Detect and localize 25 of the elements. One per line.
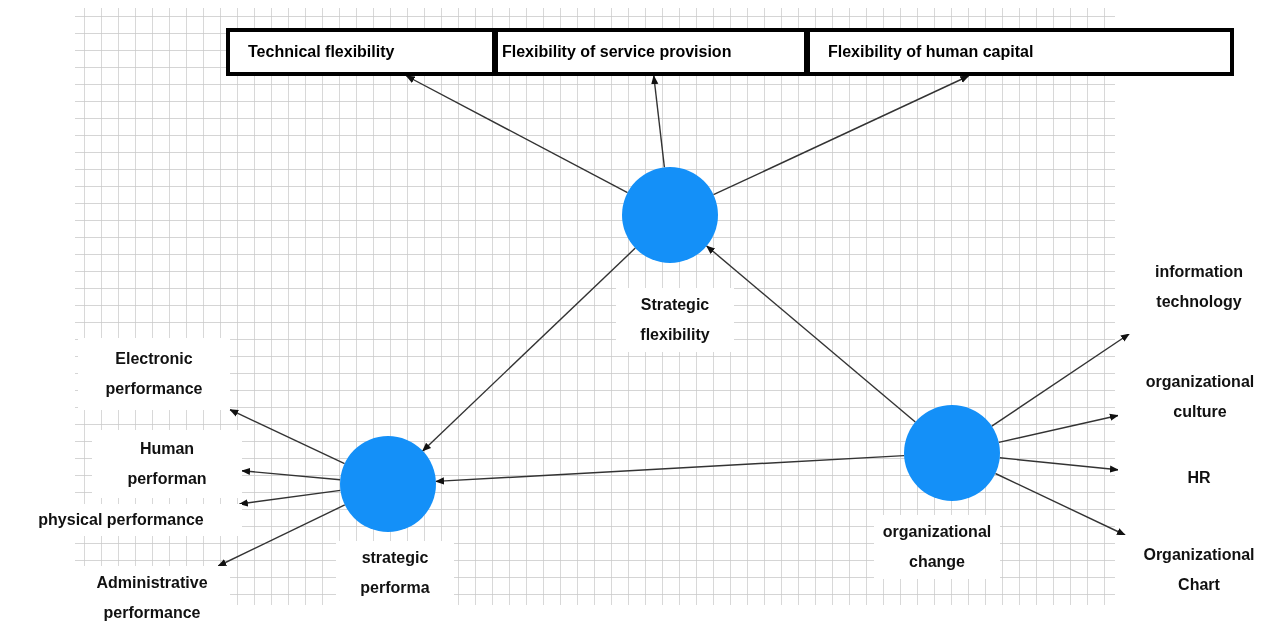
arrow xyxy=(435,454,905,485)
arrow xyxy=(706,245,916,423)
arrow xyxy=(241,467,341,481)
construct-label: organizational change xyxy=(874,515,1000,579)
arrow xyxy=(229,409,346,465)
construct-label: strategic performa xyxy=(336,541,454,605)
construct-circle xyxy=(622,167,718,263)
indicator-box: Flexibility of human capital xyxy=(806,28,1234,76)
indicator-label: Electronic performance xyxy=(78,338,230,410)
construct-label: Strategic flexibility xyxy=(616,288,734,352)
indicator-box: Technical flexibility xyxy=(226,28,496,76)
arrow xyxy=(405,75,629,194)
arrow xyxy=(991,333,1130,427)
arrow xyxy=(217,504,346,567)
arrow xyxy=(238,489,342,507)
construct-circle xyxy=(904,405,1000,501)
arrow xyxy=(998,413,1119,444)
arrow xyxy=(994,472,1126,536)
construct-circle xyxy=(340,436,436,532)
arrow xyxy=(999,457,1119,473)
arrow xyxy=(712,75,970,196)
arrow xyxy=(651,75,666,168)
indicator-label: Human performan xyxy=(92,430,242,498)
indicator-box: Flexibility of service provision xyxy=(494,28,808,76)
arrow xyxy=(422,247,636,452)
